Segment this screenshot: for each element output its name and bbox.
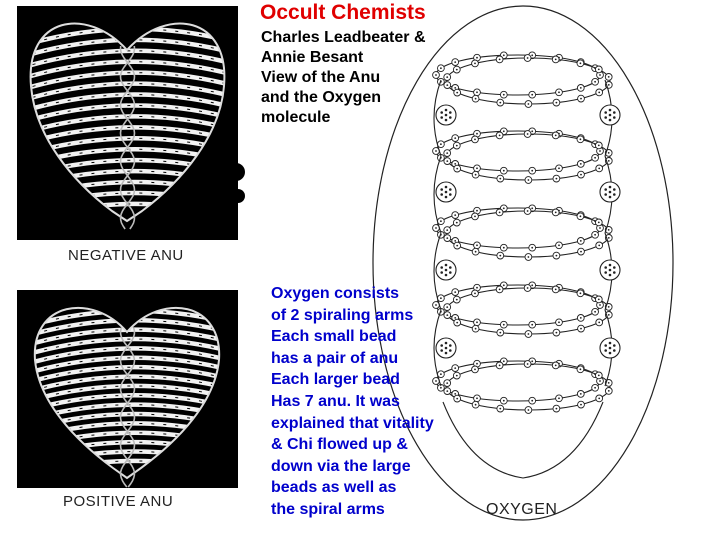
spiral-arms (432, 51, 613, 479)
spiral-arm-loop (435, 360, 601, 402)
note-line: of 2 spiraling arms (271, 306, 414, 324)
positive-anu-caption: POSITIVE ANU (63, 493, 174, 510)
oxygen-caption: OXYGEN (486, 501, 558, 518)
negative-anu-core-strand (119, 45, 136, 230)
note-line: has a pair of anu (271, 349, 399, 367)
spiral-arm-loop (435, 207, 601, 249)
credits-line: and the Oxygen (261, 89, 382, 106)
spiral-arm-connector (433, 309, 442, 387)
positive-anu-core-strand (119, 327, 136, 488)
spiral-arm-loop (445, 363, 611, 411)
negative-anu-coil (29, 22, 226, 230)
oxygen-outline (372, 5, 674, 521)
positive-anu-core-strand (119, 327, 136, 488)
spiral-arm-connector (433, 155, 442, 234)
note-line: explained that vitality (271, 414, 434, 432)
credits-line: Annie Besant (261, 49, 364, 66)
credits-line: Charles Leadbeater & (261, 29, 426, 46)
spiral-arm-loop (445, 210, 611, 258)
spiral-arm-connector (433, 232, 442, 311)
positive-anu-illustration (17, 290, 238, 488)
negative-anu-caption: NEGATIVE ANU (68, 247, 184, 264)
note-line: Each small bead (271, 328, 397, 346)
note-line: Oxygen consists (271, 285, 400, 302)
ink-blot (217, 163, 245, 203)
credits-line: View of the Anu (261, 69, 381, 86)
note-line: the spiral arms (271, 500, 385, 518)
spiral-arm-tail (442, 401, 604, 479)
credits-text: Charles Leadbeater & Annie Besant View o… (261, 28, 426, 128)
spiral-arm-loop (445, 287, 611, 335)
spiral-arm-loop (435, 284, 601, 326)
oxygen-notes: Oxygen consists of 2 spiraling arms Each… (271, 283, 434, 521)
note-line: & Chi flowed up & (271, 436, 408, 454)
page-title: Occult Chemists (260, 1, 426, 24)
credits-line: molecule (261, 109, 331, 126)
note-line: Has 7 anu. It was (271, 392, 400, 410)
note-line: Each larger bead (271, 371, 400, 389)
spiral-arm-loop (445, 57, 611, 105)
negative-anu-core-strand (119, 45, 136, 230)
spiral-arm-loop (435, 54, 601, 96)
large-beads (435, 104, 621, 359)
spiral-arm-connector (433, 79, 442, 157)
note-line: beads as well as (271, 479, 397, 497)
positive-anu-coil (33, 306, 221, 488)
negative-anu-illustration (17, 6, 238, 240)
note-line: down via the large (271, 457, 411, 475)
spiral-arm-loop (445, 133, 611, 181)
spiral-arm-loop (435, 130, 601, 172)
